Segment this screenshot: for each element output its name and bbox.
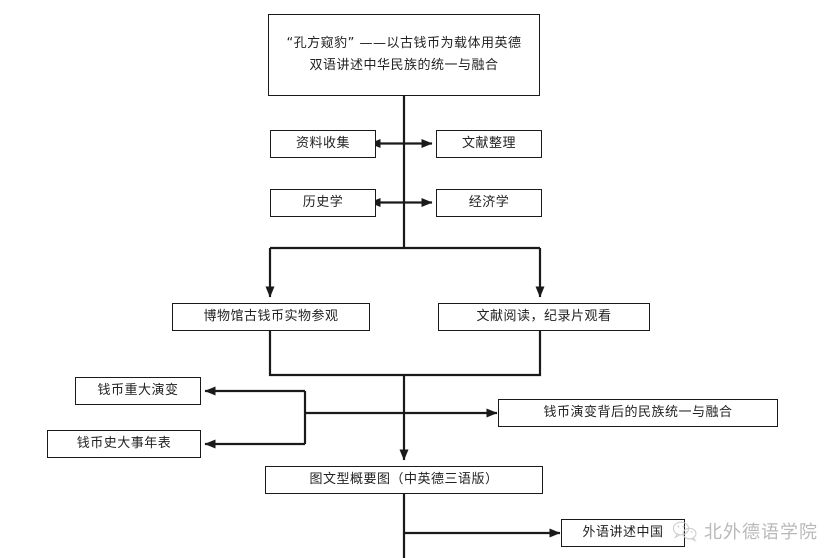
node-history-discipline[interactable]: 历史学: [270, 189, 376, 217]
node-summary-graphic[interactable]: 图文型概要图（中英德三语版）: [265, 466, 543, 494]
node-literature-sorting[interactable]: 文献整理: [436, 130, 542, 158]
node-data-collection[interactable]: 资料收集: [270, 130, 376, 158]
node-reading-documentary[interactable]: 文献阅读，纪录片观看: [438, 303, 650, 331]
node-coin-history-chronicle[interactable]: 钱币史大事年表: [47, 430, 201, 458]
node-coin-major-evolution[interactable]: 钱币重大演变: [75, 377, 201, 405]
node-economics-discipline[interactable]: 经济学: [436, 189, 542, 217]
wechat-icon: [672, 520, 698, 542]
node-project-title[interactable]: “孔方窥豹” ——以古钱币为载体用英德 双语讲述中华民族的统一与融合: [268, 14, 540, 96]
merge-bar-middle: [268, 331, 542, 377]
node-national-unity[interactable]: 钱币演变背后的民族统一与融合: [498, 399, 778, 427]
node-museum-visit[interactable]: 博物馆古钱币实物参观: [172, 303, 370, 331]
node-foreign-language-china[interactable]: 外语讲述中国: [561, 519, 685, 547]
watermark-label: 北外德语学院: [704, 522, 818, 543]
watermark: 北外德语学院: [672, 518, 818, 544]
